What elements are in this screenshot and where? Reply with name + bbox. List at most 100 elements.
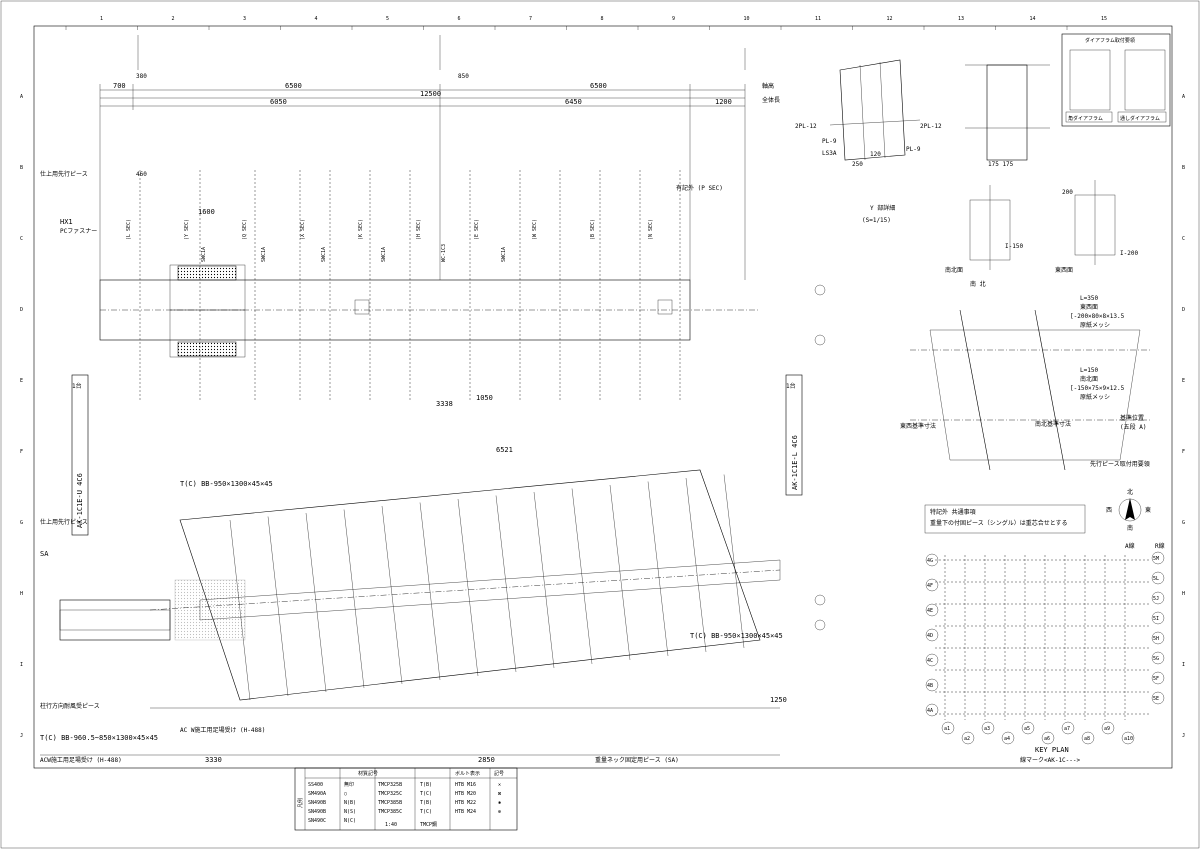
dim-380: 380: [136, 73, 147, 80]
legend-sym: ⊕: [498, 809, 501, 815]
senko-l150d: 原紙メッシ: [1080, 393, 1110, 401]
keyplan-mark-circle: [1151, 651, 1165, 665]
legend-bolt-header: ボルト表示: [455, 770, 480, 777]
legend-scale: 1:40: [385, 822, 397, 828]
legend-mat2: TMCP385B: [378, 800, 402, 806]
compass-north: 北: [1127, 488, 1133, 496]
legend-mat: SS400: [308, 782, 323, 788]
keyplan-mark-circle: [941, 721, 955, 735]
keyplan-mark-label: 5E: [1153, 696, 1159, 702]
detail-senko: L=350 東西面 [-200×80×8×13.5 原紙メッシ L=150 南北…: [900, 295, 1150, 471]
dim-2850: 2850: [478, 756, 495, 764]
label-sekkei: 重量ネック固定用ピース (SA): [595, 756, 679, 764]
section-label: (N SEC): [648, 219, 654, 240]
compass-west: 西: [1106, 507, 1112, 514]
daia-title: ダイアフラム取付要領: [1085, 37, 1135, 44]
senko-kijun1: 基準位置: [1120, 414, 1144, 422]
grid-row-label-right: J: [1182, 733, 1185, 739]
rib-line: [495, 495, 517, 673]
grid-col-label: 1: [100, 16, 103, 22]
detail-250: 250: [852, 161, 863, 168]
grid-row-label: J: [20, 733, 23, 739]
label-bb-top: T(C) BB-950×1300×45×45: [180, 480, 273, 488]
grid-row-label-right: G: [1182, 520, 1185, 526]
detail-y-title: Y 部詳細: [870, 204, 895, 212]
legend-mark: N(B): [344, 800, 356, 806]
label-sa: SA: [40, 550, 49, 558]
grid-row-label: E: [20, 378, 23, 384]
stub-nanboku: 南 北: [970, 280, 986, 288]
section-label: (W SEC): [532, 219, 538, 240]
keyplan-mark-label: a4: [1004, 736, 1010, 742]
grid-row-label: G: [20, 520, 23, 526]
grid-row-label: C: [20, 236, 23, 242]
grid-col-label: 3: [243, 16, 246, 22]
legend-mat2: TMCP385C: [378, 809, 402, 815]
dim-12500: 12500: [420, 90, 441, 98]
detail-175: 175 175: [988, 161, 1014, 168]
section-label: (H SEC): [416, 219, 422, 240]
grid-col-label: 13: [958, 16, 964, 22]
grid-row-label-right: C: [1182, 236, 1185, 242]
keyplan-mark-label: 5M: [1153, 556, 1159, 562]
notes: 特記外 共通事項 重量下の付固ピース（シングル）は重芯合せとする 北 東 西 南: [924, 488, 1151, 534]
senko-l150b: 南北面: [1080, 375, 1098, 383]
keyplan-mark-circle: [1061, 721, 1075, 735]
dim-850: 850: [458, 73, 469, 80]
senko-title: 先行ピース取付用要領: [1090, 460, 1150, 468]
legend-mat: SN490B: [308, 809, 326, 815]
legend-mark2: T(B): [420, 800, 432, 806]
keyplan-mark-circle: [925, 703, 939, 717]
stub-minami: 南北面: [945, 266, 963, 274]
keyplan-mark-label: 5F: [1153, 676, 1159, 682]
member-label: SWC1A: [321, 247, 327, 262]
keyplan-mark-label: a9: [1104, 726, 1110, 732]
grid-col-label: 6: [458, 16, 461, 22]
member-label: SWC1A: [501, 247, 507, 262]
keyplan-mark-circle: [1151, 591, 1165, 605]
stub-200: 200: [1062, 189, 1073, 196]
senko-l350d: 原紙メッシ: [1080, 321, 1110, 329]
legend-sym: ⊠: [498, 791, 501, 797]
member-label: SWC1A: [261, 247, 267, 262]
keyplan-mark-circle: [1151, 631, 1165, 645]
grid-col-label: 12: [887, 16, 893, 22]
daia-kaku: 角ダイアフラム: [1068, 115, 1103, 122]
dim-1050: 1050: [476, 394, 493, 402]
rib-line: [609, 484, 631, 661]
detail-120: 120: [870, 151, 881, 158]
keyplan-mark-label: 4B: [927, 683, 933, 689]
grid-row-label-right: E: [1182, 378, 1185, 384]
rib-line: [533, 491, 555, 669]
keyplan-mark-circle: [1151, 671, 1165, 685]
grid-col-label: 10: [744, 16, 750, 22]
rib-line: [457, 498, 479, 677]
keyplan-mark-circle: [1151, 691, 1165, 705]
legend-mat: SN490B: [308, 800, 326, 806]
detail-pl12-b: 2PL-12: [920, 123, 942, 130]
legend-bolt: HTB M24: [455, 809, 476, 815]
dim-1250: 1250: [770, 696, 787, 704]
dim-700: 700: [113, 82, 126, 90]
keyplan-sub: 線マーク<AK-1C--->: [1020, 756, 1081, 764]
senko-kijun2: (五段 A): [1120, 423, 1146, 431]
rib-line: [267, 516, 289, 697]
grid-row-label: I: [20, 662, 23, 668]
label-pc: PCファスナー: [60, 228, 97, 235]
legend-sym-header: 記号: [494, 770, 504, 777]
grid-row-label-right: B: [1182, 165, 1185, 171]
keyplan-mark-label: 4C: [927, 658, 933, 664]
rib-line: [305, 512, 327, 693]
grid-row-label: H: [20, 591, 23, 597]
legend-mark: 無印: [344, 781, 354, 788]
grid-row-label: F: [20, 449, 23, 455]
grid-col-label: 9: [672, 16, 675, 22]
keyplan-mark-circle: [1151, 571, 1165, 585]
keyplan-r-line: R線: [1155, 542, 1165, 550]
keyplan-mark-label: a5: [1024, 726, 1030, 732]
keyplan-mark-label: 5G: [1153, 656, 1159, 662]
detail-ls3a: LS3A: [822, 150, 837, 157]
grid-col-label: 15: [1101, 16, 1107, 22]
